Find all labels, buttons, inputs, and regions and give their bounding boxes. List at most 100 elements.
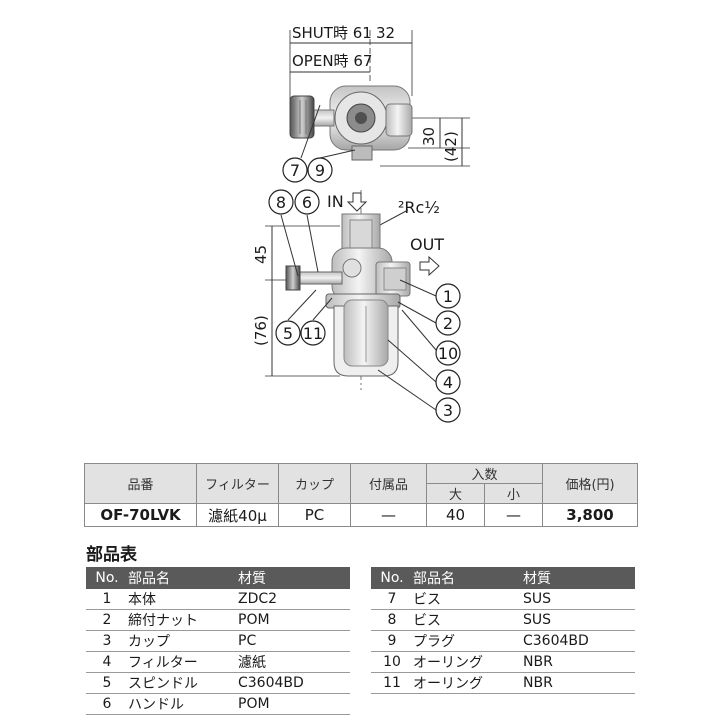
header-qty-small: 小 — [483, 483, 544, 504]
spec-table: 品番 フィルター カップ 付属品 入数 価格(円) 大 小 OF-70LVK 濾… — [84, 463, 639, 527]
part-no: 10 — [371, 651, 413, 673]
part-material: C3604BD — [523, 630, 635, 652]
dim-45-label: 45 — [252, 245, 270, 264]
callout-4: 4 — [435, 369, 461, 395]
part-no: 3 — [86, 630, 128, 652]
header-qty: 入数 — [425, 463, 544, 484]
part-no: 6 — [86, 693, 128, 715]
part-name: プラグ — [413, 630, 523, 652]
table-row: OF-70LVK 濾紙40μ PC — 40 — 3,800 — [84, 503, 639, 527]
callout-5: 5 — [275, 320, 301, 346]
svg-text:7: 7 — [290, 161, 300, 180]
callout-2: 2 — [435, 310, 461, 336]
dim-30-label: 30 — [420, 127, 438, 146]
cell-model: OF-70LVK — [84, 503, 197, 527]
port-in-label: IN — [327, 192, 344, 211]
header-accessory: 付属品 — [350, 463, 427, 504]
part-material: C3604BD — [238, 672, 350, 694]
cell-accessory: — — [350, 503, 427, 527]
header-cup: カップ — [278, 463, 351, 504]
part-material: 濾紙 — [238, 651, 350, 673]
parts-header-name: 部品名 — [413, 567, 523, 589]
dim-76-label: (76) — [252, 315, 270, 346]
top-view: SHUT時 61 OPEN時 67 32 30 (42) — [289, 24, 470, 167]
svg-text:8: 8 — [276, 193, 286, 212]
part-name: ビス — [413, 589, 523, 610]
part-no: 2 — [86, 609, 128, 631]
cell-qty-large: 40 — [426, 503, 485, 527]
part-no: 8 — [371, 609, 413, 631]
callout-8: 8 — [268, 189, 294, 215]
svg-text:11: 11 — [303, 324, 323, 343]
callout-11: 11 — [300, 320, 326, 346]
rc-thread-label: ²Rc½ — [398, 198, 440, 217]
parts-list-title: 部品表 — [86, 545, 137, 565]
callout-6: 6 — [294, 189, 320, 215]
callout-7: 7 — [282, 157, 308, 183]
parts-header-no: No. — [86, 567, 128, 589]
part-material: NBR — [523, 672, 635, 694]
parts-header-no: No. — [371, 567, 413, 589]
callout-10: 10 — [435, 340, 461, 366]
callout-9: 9 — [307, 157, 333, 183]
part-material: ZDC2 — [238, 589, 350, 610]
header-qty-large: 大 — [426, 483, 485, 504]
part-name: カップ — [128, 630, 238, 652]
callout-3: 3 — [435, 397, 461, 423]
cell-price: 3,800 — [542, 503, 639, 527]
part-no: 9 — [371, 630, 413, 652]
part-material: NBR — [523, 651, 635, 673]
part-name: ビス — [413, 609, 523, 631]
part-material: SUS — [523, 589, 635, 610]
svg-text:6: 6 — [302, 193, 312, 212]
header-model: 品番 — [84, 463, 197, 504]
callout-1: 1 — [435, 283, 461, 309]
parts-header-material: 材質 — [523, 567, 635, 589]
part-name: 本体 — [128, 589, 238, 610]
part-name: ハンドル — [128, 693, 238, 715]
part-no: 7 — [371, 589, 413, 610]
part-material: SUS — [523, 609, 635, 631]
technical-drawing: SHUT時 61 OPEN時 67 32 30 (42) IN — [252, 24, 470, 423]
part-name: オーリング — [413, 672, 523, 694]
part-material: PC — [238, 630, 350, 652]
svg-text:1: 1 — [443, 287, 453, 306]
part-name: 締付ナット — [128, 609, 238, 631]
front-view: IN ²Rc½ OUT 45 (76) — [252, 190, 444, 411]
port-out-label: OUT — [410, 235, 444, 254]
parts-header-name: 部品名 — [128, 567, 238, 589]
svg-text:3: 3 — [443, 401, 453, 420]
part-name: オーリング — [413, 651, 523, 673]
part-no: 1 — [86, 589, 128, 610]
svg-text:2: 2 — [443, 314, 453, 333]
dim-32-label: 32 — [376, 24, 395, 42]
parts-header-material: 材質 — [238, 567, 350, 589]
cell-cup: PC — [278, 503, 351, 527]
svg-text:5: 5 — [283, 324, 293, 343]
dim-42-label: (42) — [442, 131, 460, 162]
svg-text:9: 9 — [315, 161, 325, 180]
part-material: POM — [238, 693, 350, 715]
svg-text:4: 4 — [443, 373, 453, 392]
part-material: POM — [238, 609, 350, 631]
cell-qty-small: — — [483, 503, 544, 527]
part-no: 11 — [371, 672, 413, 694]
dim-shut-label: SHUT時 61 — [292, 24, 372, 42]
dim-open-label: OPEN時 67 — [292, 52, 372, 70]
part-no: 5 — [86, 672, 128, 694]
header-filter: フィルター — [196, 463, 279, 504]
cell-filter: 濾紙40μ — [196, 503, 279, 527]
